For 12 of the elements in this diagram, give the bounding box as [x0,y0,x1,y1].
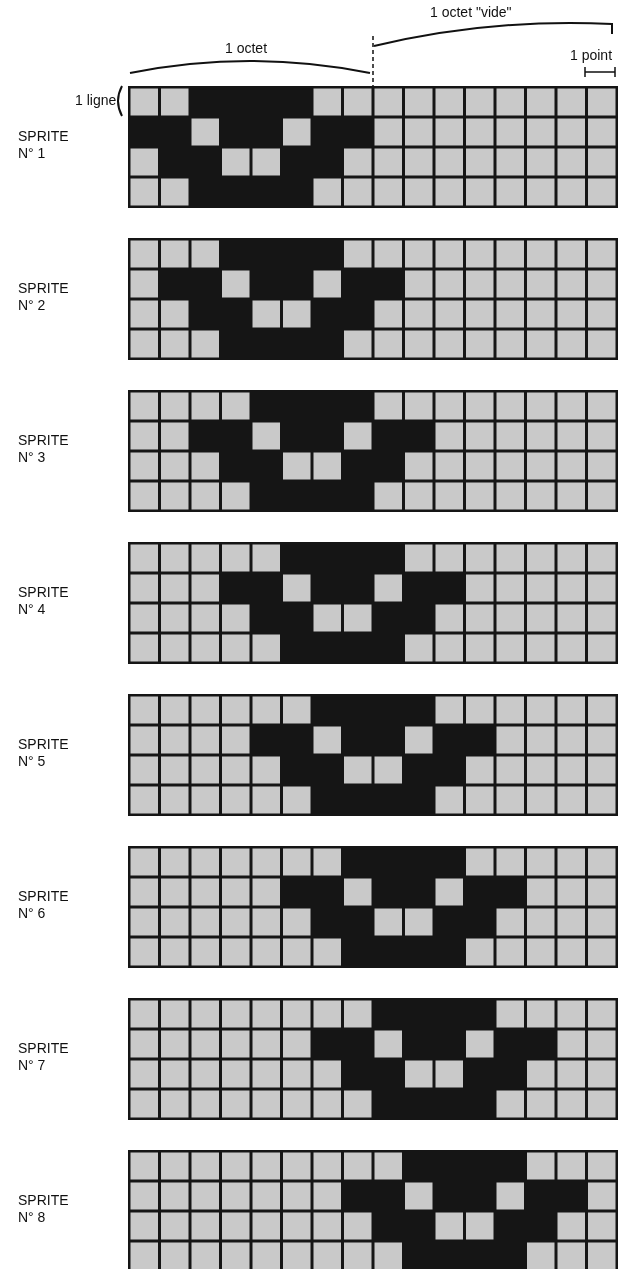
sprite-label: SPRITE N° 3 [18,432,70,466]
dimension-label: 1 point [570,47,613,64]
sprite-label: SPRITE N° 1 [18,128,70,162]
sprite-label: SPRITE N° 5 [18,736,70,770]
sprite-label: SPRITE N° 8 [18,1192,70,1226]
sprite-label: SPRITE N° 4 [18,584,70,618]
dimension-label: 1 octet [225,40,268,57]
dimension-label: 1 ligne [75,92,117,109]
sprite-label: SPRITE N° 6 [18,888,70,922]
sprite-label: SPRITE N° 2 [18,280,70,314]
dimension-label: 1 octet "vide" [430,4,512,21]
sprite-label: SPRITE N° 7 [18,1040,70,1074]
